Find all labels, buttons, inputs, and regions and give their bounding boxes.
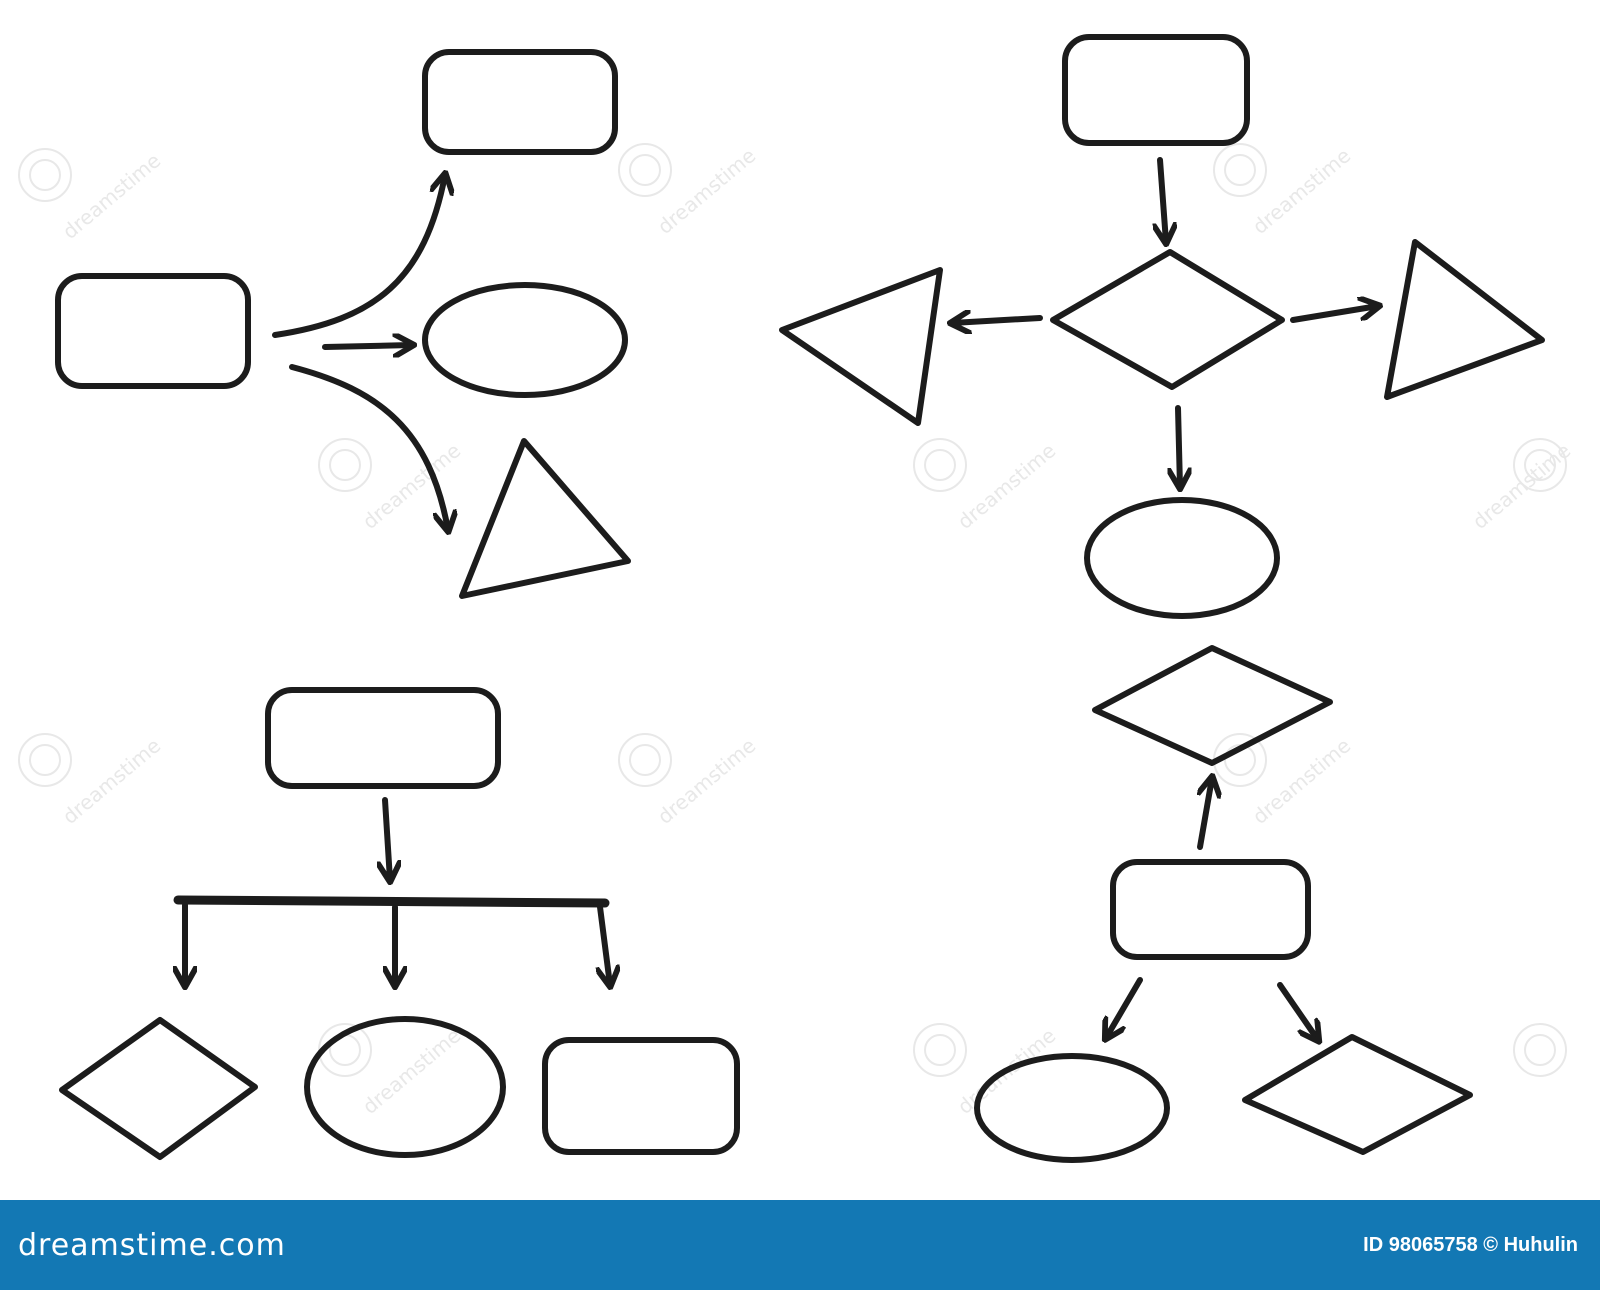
arrow-down-to-bar [385, 797, 390, 880]
left-triangle [779, 267, 943, 426]
watermark-text: dreamstime [953, 438, 1060, 534]
arrow-up-to-diamond [1200, 778, 1212, 850]
decision-flowchart [779, 34, 1545, 619]
target-triangle [459, 438, 631, 599]
brand-name: dreamstime.com [18, 1227, 286, 1263]
watermark-text: dreamstime [358, 1023, 465, 1119]
watermark-text: dreamstime [58, 148, 165, 244]
watermark-text: dreamstime [358, 438, 465, 534]
flowchart-canvas: dreamstime dreamstime dreamstime dreamst… [18, 34, 1575, 1163]
arrow-down-to-decision [1160, 157, 1166, 242]
child-ellipse [304, 1016, 506, 1158]
parent-rectangle [265, 687, 501, 789]
arrow-to-bottom-diamond [1277, 982, 1318, 1040]
fan-out-flowchart [55, 49, 631, 599]
branching-hierarchy [59, 687, 740, 1160]
watermark-text: dreamstime [1468, 438, 1575, 534]
decision-diamond [1050, 249, 1285, 390]
footer-bar: dreamstime.com ID 98065758 © Huhulin [0, 1200, 1600, 1290]
start-rectangle [1062, 34, 1250, 146]
branch-arrow-right [600, 904, 610, 985]
arrow-down-to-ellipse [1178, 405, 1180, 487]
watermark: dreamstime dreamstime dreamstime dreamst… [18, 143, 1575, 1119]
arrow-to-left-triangle [952, 318, 1043, 323]
branch-bar [173, 895, 610, 908]
image-credit: ID 98065758 © Huhulin [1363, 1233, 1578, 1256]
child-rectangle [542, 1037, 740, 1155]
bottom-diamond [1242, 1034, 1473, 1155]
arrow-to-triangle [289, 364, 448, 530]
arrow-to-bottom-ellipse [1106, 977, 1143, 1038]
arrow-to-right-triangle [1290, 306, 1378, 323]
right-triangle [1384, 239, 1545, 400]
watermark-text: dreamstime [58, 733, 165, 829]
source-rectangle [55, 273, 251, 389]
target-ellipse [422, 282, 628, 398]
watermark-mark [18, 143, 1567, 1077]
top-diamond [1092, 645, 1333, 766]
arrow-to-ellipse [322, 345, 412, 347]
target-rectangle [422, 49, 618, 155]
upward-downward-flowchart [974, 645, 1473, 1163]
bottom-ellipse [974, 1053, 1170, 1163]
bottom-ellipse [1084, 497, 1280, 619]
arrow-to-rectangle [272, 175, 445, 338]
child-diamond [59, 1017, 258, 1160]
middle-rectangle [1110, 859, 1311, 960]
